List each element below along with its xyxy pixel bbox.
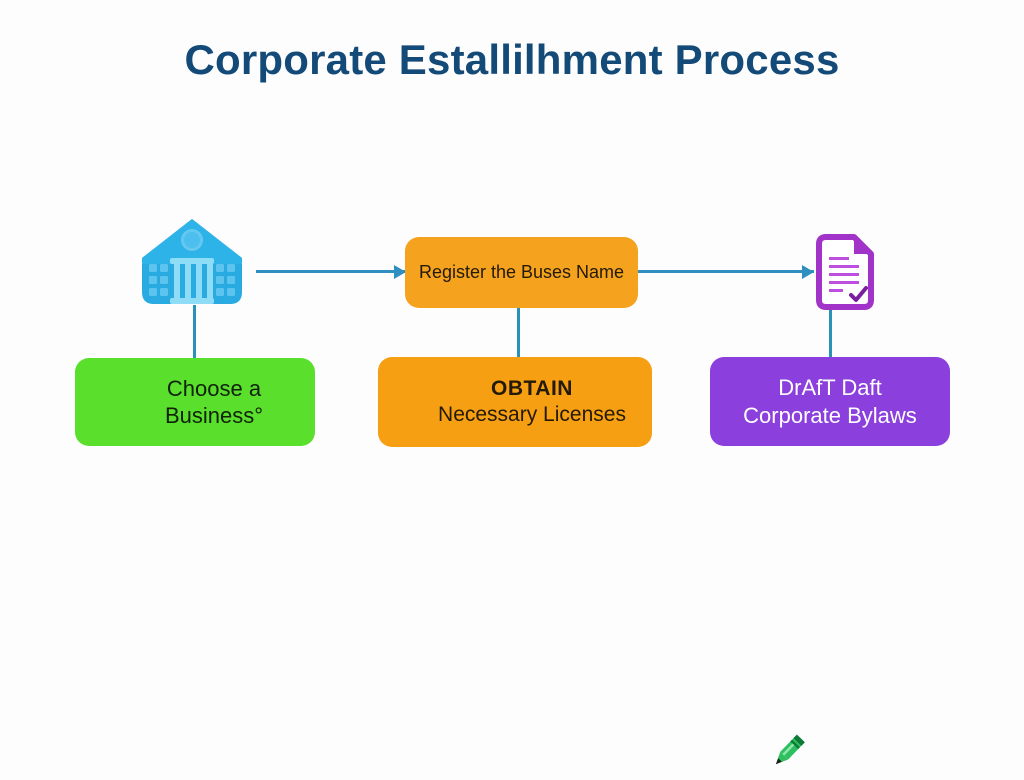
- connector-document-to-draft-bylaws: [829, 308, 832, 359]
- arrowhead-bank-to-register-icon: [394, 265, 406, 279]
- node-obtain-licenses-label: OBTAIN Necessary Licenses: [438, 376, 626, 429]
- node-register-business-name[interactable]: Register the Buses Name: [405, 237, 638, 308]
- connector-register-to-document: [638, 270, 814, 273]
- node-draft-bylaws-line2: Corporate Bylaws: [743, 402, 917, 428]
- diagram-canvas: Corporate Estallilhment Process: [75, 36, 950, 765]
- node-obtain-licenses-line1: OBTAIN: [491, 376, 573, 400]
- node-choose-business-line1: Choose a: [166, 375, 262, 401]
- node-register-label: Register the Buses Name: [418, 262, 625, 283]
- node-draft-bylaws-label: DrAfT Daft Corporate Bylaws: [743, 374, 917, 429]
- connector-register-to-obtain-licenses: [517, 306, 520, 359]
- node-choose-business-label: Choose a Business°: [165, 375, 263, 430]
- arrowhead-register-to-document-icon: [802, 265, 814, 279]
- connector-bank-to-choose-business: [193, 305, 196, 360]
- page-title: Corporate Estallilhment Process: [184, 36, 840, 83]
- pencil-icon: [766, 729, 810, 773]
- node-choose-business-line2: Business°: [164, 403, 264, 428]
- node-draft-corporate-bylaws[interactable]: DrAfT Daft Corporate Bylaws: [710, 357, 950, 446]
- node-draft-bylaws-line1: DrAfT Daft: [778, 375, 882, 400]
- document-check-icon: [813, 234, 877, 310]
- node-obtain-licenses-line2: Necessary Licenses: [438, 403, 626, 426]
- bank-building-icon: [128, 214, 256, 310]
- connector-bank-to-register: [256, 270, 406, 273]
- node-choose-business[interactable]: Choose a Business°: [75, 358, 315, 446]
- node-obtain-licenses[interactable]: OBTAIN Necessary Licenses: [378, 357, 805, 765]
